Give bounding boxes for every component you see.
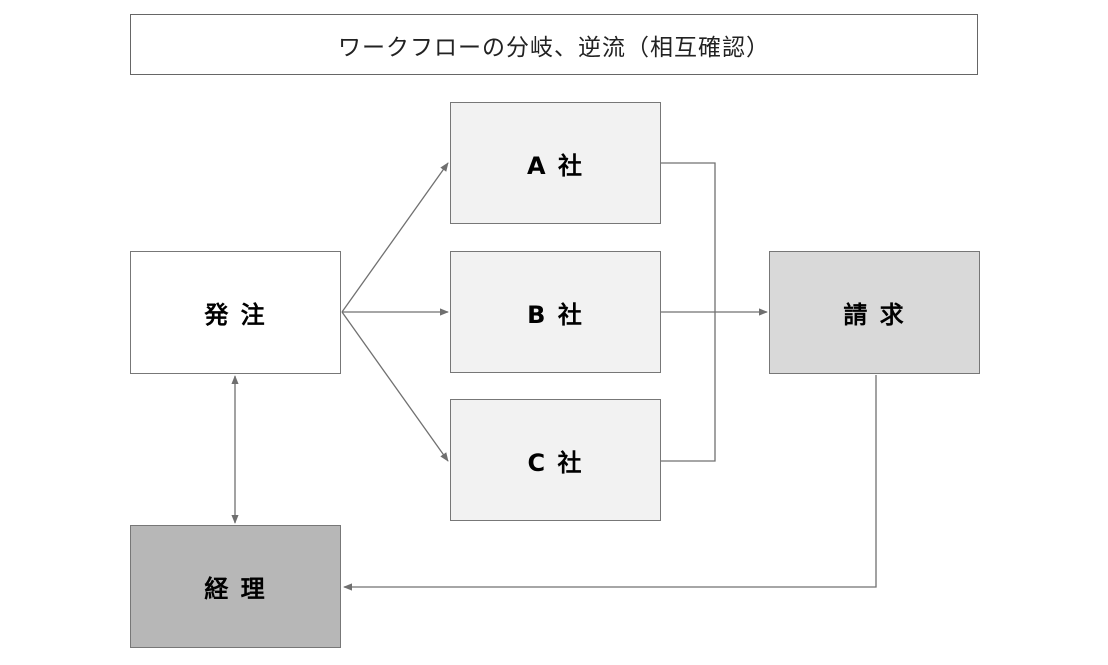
arrow-order-to-c — [341, 311, 449, 462]
arrow-invoice-to-accounting — [343, 375, 877, 591]
node-accounting: 経 理 — [130, 525, 341, 648]
node-company-a: A 社 — [450, 102, 661, 224]
line-a-to-merge — [661, 162, 716, 312]
node-company-b: B 社 — [450, 251, 661, 373]
node-invoice: 請 求 — [769, 251, 980, 374]
arrow-order-to-a — [341, 162, 449, 313]
node-order: 発 注 — [130, 251, 341, 374]
line-c-to-merge — [661, 312, 716, 462]
diagram-title: ワークフローの分岐、逆流（相互確認） — [130, 14, 978, 75]
node-company-c: C 社 — [450, 399, 661, 521]
